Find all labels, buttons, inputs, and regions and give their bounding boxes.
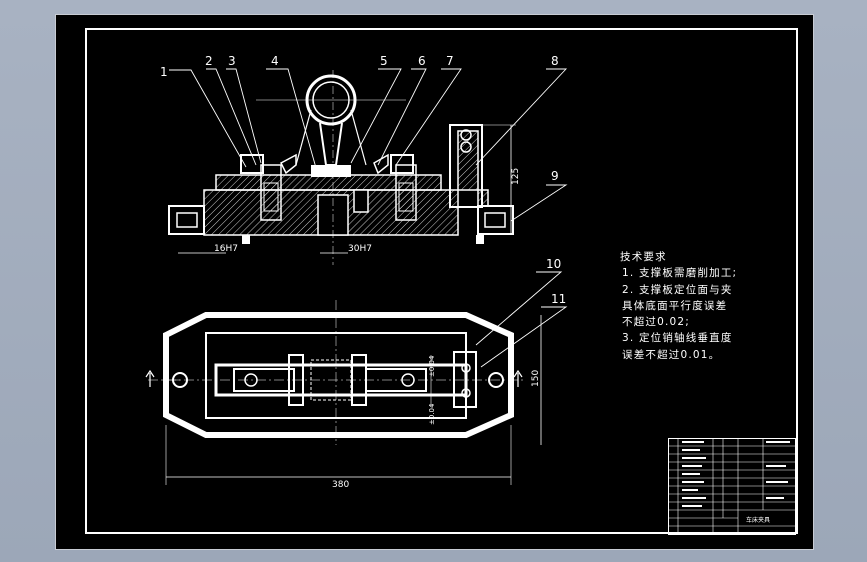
tech-line-5: 3. 定位销轴线垂直度 xyxy=(622,332,733,345)
dim-width: 150 xyxy=(531,370,541,387)
dim-length: 380 xyxy=(332,480,349,490)
technical-requirements: 技术要求 1. 支撑板需磨削加工; 2. 支撑板定位面与夹 具体底面平行度误差 … xyxy=(620,249,802,363)
callout-2: 2 xyxy=(205,54,213,68)
callout-10: 10 xyxy=(546,257,561,271)
tech-line-6: 误差不超过0.01。 xyxy=(622,348,721,361)
callout-6: 6 xyxy=(418,54,426,68)
tech-line-2: 2. 支撑板定位面与夹 xyxy=(622,283,733,296)
callout-3: 3 xyxy=(228,54,236,68)
drawing-frame xyxy=(85,28,798,534)
title-block-name: 车床夹具 xyxy=(746,516,770,524)
callout-8: 8 xyxy=(551,54,559,68)
dim-tol-lower: ±0.04 xyxy=(428,403,436,425)
callout-9: 9 xyxy=(551,169,559,183)
base-outline xyxy=(163,312,514,438)
dim-left-hole: 16H7 xyxy=(214,244,238,254)
dim-center-slot: 30H7 xyxy=(348,244,372,254)
callout-11: 11 xyxy=(551,292,566,306)
tech-heading: 技术要求 xyxy=(620,251,667,263)
tech-line-1: 1. 支撑板需磨削加工; xyxy=(622,267,738,280)
dim-height: 125 xyxy=(511,168,521,185)
dim-tol-upper: ±0.04 xyxy=(428,355,436,377)
callout-7: 7 xyxy=(446,54,454,68)
title-block: 车床夹具 xyxy=(668,438,796,535)
tech-line-3: 具体底面平行度误差 xyxy=(622,299,728,312)
top-view xyxy=(148,300,542,485)
right-column xyxy=(449,124,483,208)
fixture-drawing: 1 2 3 4 5 6 7 8 9 10 11 16H7 30H7 380 12… xyxy=(85,28,798,534)
callout-5: 5 xyxy=(380,54,388,68)
cad-viewport[interactable]: 1 2 3 4 5 6 7 8 9 10 11 16H7 30H7 380 12… xyxy=(55,14,814,550)
front-view xyxy=(168,68,568,368)
tech-line-4: 不超过0.02; xyxy=(622,316,691,329)
callout-1: 1 xyxy=(160,65,168,79)
callout-4: 4 xyxy=(271,54,279,68)
